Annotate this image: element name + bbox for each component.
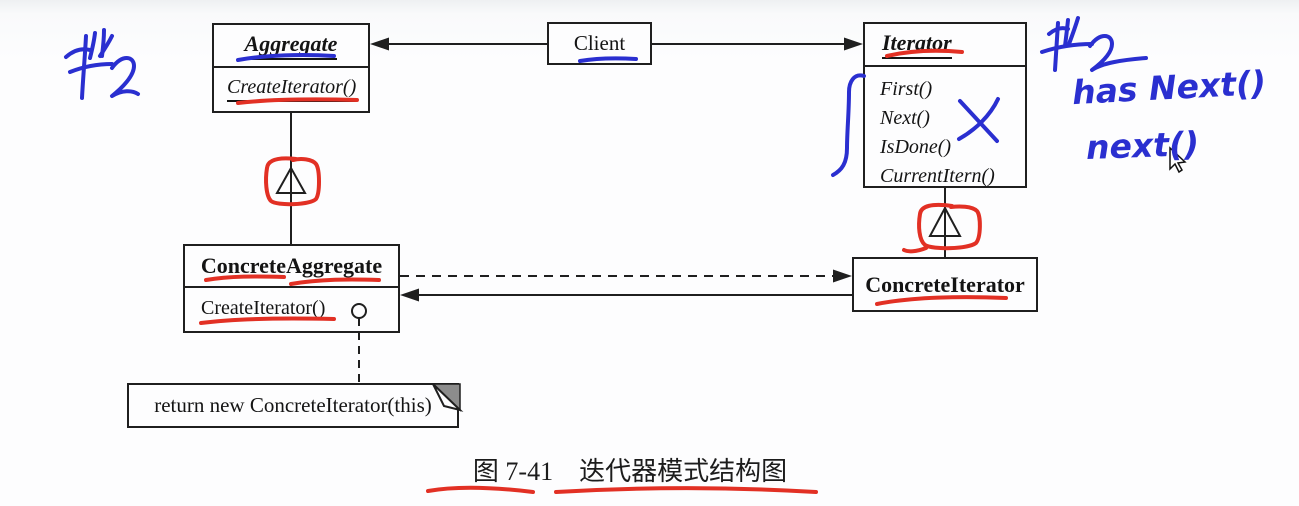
right-scribble-stroke2 (1053, 21, 1060, 72)
inheritance-triangle-aggregate-icon (275, 165, 307, 194)
arrowhead-to-iterator-icon (844, 37, 863, 51)
handwritten-note-next: next() (1085, 124, 1200, 167)
red-underline-caption-label (426, 485, 535, 494)
class-name-client: Client (573, 31, 626, 55)
uml-note-text: return new ConcreteIterator(this) (154, 393, 432, 417)
left-scribble-stroke7 (110, 56, 140, 98)
red-circle-aggregate-triangle (264, 156, 321, 207)
right-scribble-stroke5 (1040, 42, 1094, 54)
class-name-concrete-aggregate: ConcreteAggregate (200, 253, 383, 278)
handwritten-note-hasnext: has Next() (1071, 62, 1268, 113)
methods-aggregate: CreateIterator() (214, 68, 368, 109)
red-circle-iterator-triangle (917, 202, 982, 251)
method-concrete-aggregate-createiterator: CreateIterator() (201, 297, 326, 319)
class-name-concrete-iterator: ConcreteIterator (865, 271, 1025, 297)
class-title-client: Client (549, 24, 650, 63)
blue-brace-iterator-methods (831, 73, 866, 177)
left-scribble-stroke5 (98, 34, 114, 58)
arrowhead-to-concreteaggregate-icon (400, 288, 419, 302)
red-underline-caption-title (554, 486, 818, 494)
arrowhead-to-concreteiterator-icon (833, 269, 852, 283)
class-title-concrete-iterator: ConcreteIterator (854, 259, 1036, 310)
class-box-iterator: Iterator First() Next() IsDone() Current… (863, 22, 1027, 188)
uml-note-box: return new ConcreteIterator(this) (127, 383, 459, 428)
uml-note-text-wrap: return new ConcreteIterator(this) (129, 385, 457, 426)
left-scribble-stroke4 (100, 28, 106, 58)
right-scribble-stroke1 (1047, 26, 1070, 36)
class-box-client: Client (547, 22, 652, 65)
class-title-concrete-aggregate: ConcreteAggregate (185, 246, 398, 288)
method-aggregate-createiterator: CreateIterator() (227, 76, 357, 102)
right-scribble-stroke3 (1063, 18, 1070, 48)
class-title-iterator: Iterator (865, 24, 1025, 67)
right-scribble-stroke6 (1088, 34, 1148, 72)
class-title-aggregate: Aggregate (214, 25, 368, 68)
arrowhead-to-aggregate-icon (370, 37, 389, 51)
figure-title: 迭代器模式结构图 (579, 457, 788, 486)
right-scribble-stroke4 (1067, 16, 1080, 46)
left-scribble-stroke1 (64, 47, 92, 59)
class-box-aggregate: Aggregate CreateIterator() (212, 23, 370, 113)
class-name-iterator: Iterator (882, 30, 952, 59)
method-iterator-next: Next() (880, 107, 930, 129)
methods-concrete-aggregate: CreateIterator() (185, 288, 398, 329)
figure-number: 图 7-41 (472, 457, 554, 486)
class-box-concrete-aggregate: ConcreteAggregate CreateIterator() (183, 244, 400, 333)
left-scribble-stroke6 (68, 62, 114, 74)
methods-iterator: First() Next() IsDone() CurrentItern() (865, 67, 1025, 191)
left-scribble-stroke2 (80, 34, 88, 100)
red-circle-iterator-tail (902, 246, 928, 254)
class-box-concrete-iterator: ConcreteIterator (852, 257, 1038, 312)
method-iterator-first: First() (880, 78, 933, 100)
method-iterator-currentitern: CurrentItern() (880, 165, 995, 187)
left-scribble-stroke3 (88, 31, 97, 60)
method-iterator-isdone: IsDone() (880, 136, 952, 158)
figure-caption: 图 7-41 迭代器模式结构图 (360, 451, 900, 488)
inheritance-triangle-iterator-icon (928, 205, 962, 237)
class-name-aggregate: Aggregate (244, 31, 338, 60)
